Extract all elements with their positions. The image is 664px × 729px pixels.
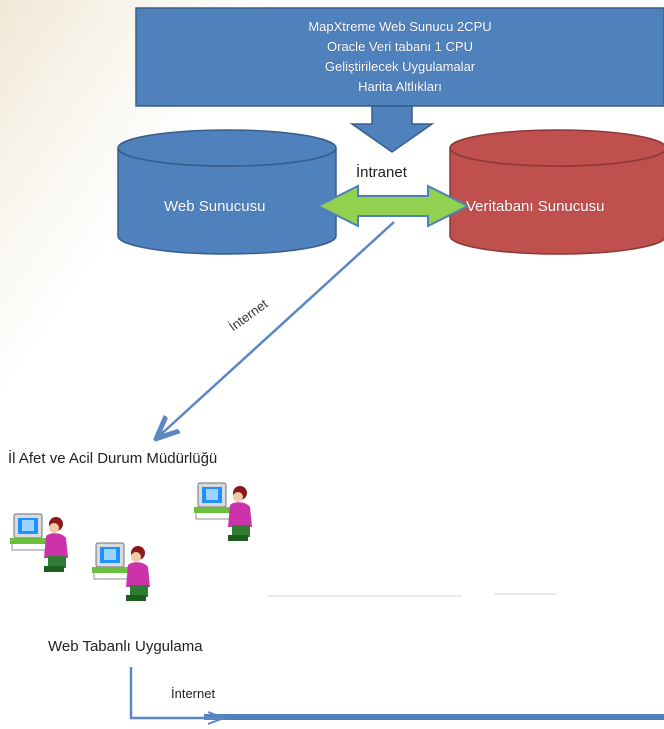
top-box-line: Harita Altlıkları [358,79,442,94]
application-label: Web Tabanlı Uygulama [48,638,203,655]
internet-line-2-arrowhead [207,711,227,725]
db-server-label: Veritabanı Sunucusu [466,198,605,215]
top-box-line: Oracle Veri tabanı 1 CPU [327,39,473,54]
internet-line-2 [129,667,224,720]
top-box [135,7,664,107]
web-server-cylinder [117,129,337,255]
internet-line-1 [158,221,395,437]
intranet-label: İntranet [356,164,407,181]
down-arrow [349,105,435,153]
organization-label: İl Afet ve Acil Durum Müdürlüğü [8,450,218,467]
top-box-line: MapXtreme Web Sunucu 2CPU [308,19,492,34]
bottom-bar [204,714,664,720]
intranet-double-arrow [315,184,471,228]
top-box-line: Geliştirilecek Uygulamalar [324,59,476,74]
user-workstation-icon [10,513,68,572]
top-box-text: MapXtreme Web Sunucu 2CPU Oracle Veri ta… [136,8,664,106]
user-workstation-icon [92,542,150,601]
web-server-label: Web Sunucusu [164,198,266,215]
internet-label-2: İnternet [171,686,216,701]
db-server-cylinder [449,129,664,255]
user-workstation-icon [194,482,252,541]
